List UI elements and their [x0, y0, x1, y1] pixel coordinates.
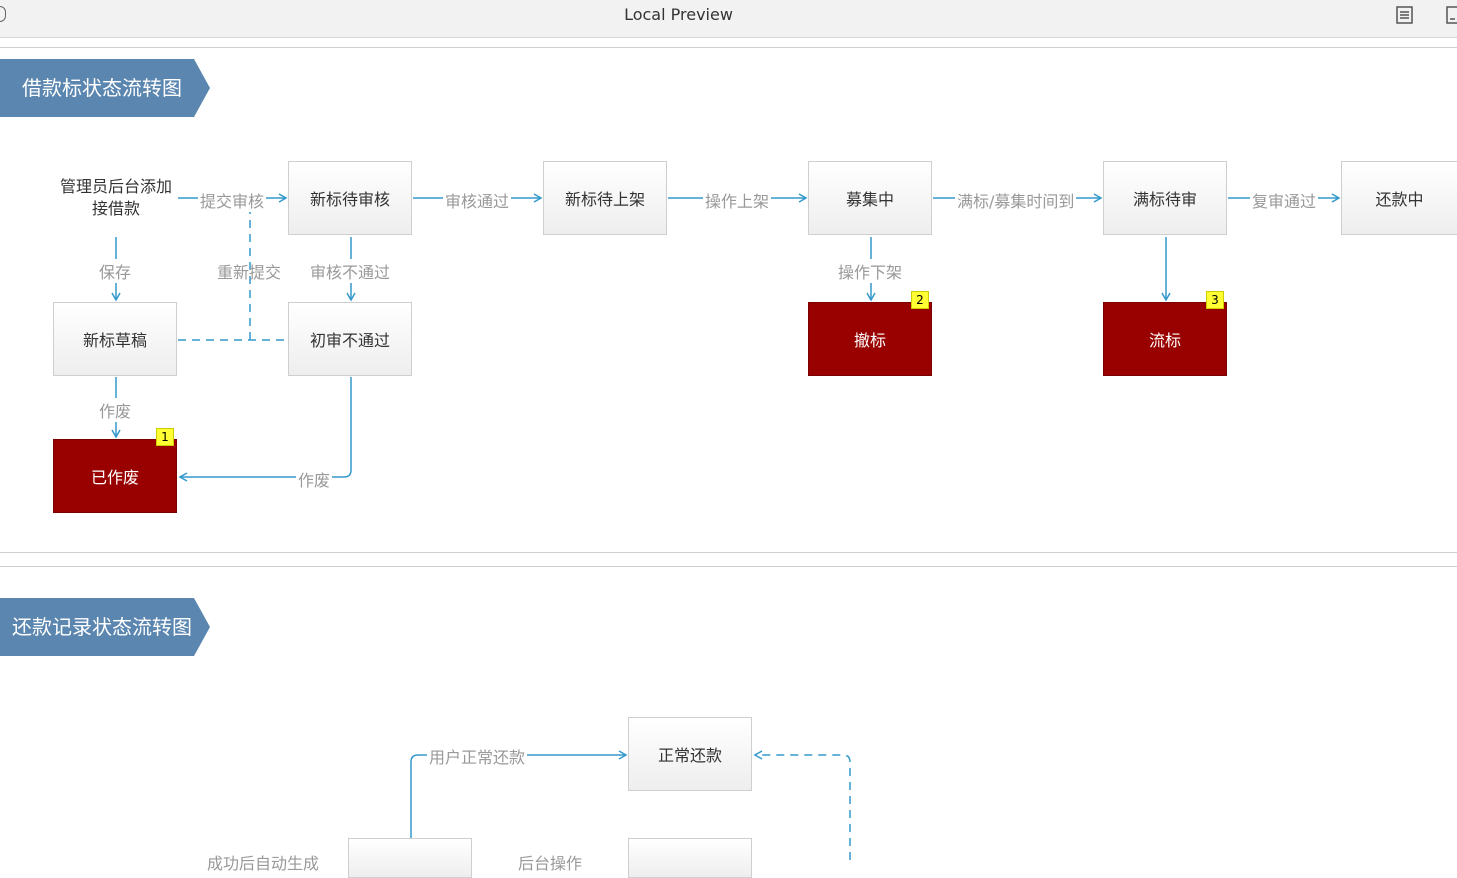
node-voided: 已作废 [53, 439, 177, 513]
edge-label-recheck-passed: 复审通过 [1250, 188, 1319, 212]
node-repaying: 还款中 [1341, 161, 1457, 235]
edge-label-void-draft: 作废 [97, 398, 134, 422]
expand-icon[interactable] [1446, 6, 1457, 24]
divider [0, 552, 1457, 553]
start-text: 管理员后台添加接借款 [59, 177, 172, 218]
section1-banner: 借款标状态流转图 [0, 59, 210, 117]
node-new-pending-listing: 新标待上架 [543, 161, 667, 235]
edge-label-review-failed: 审核不通过 [308, 259, 393, 283]
divider [0, 47, 1457, 48]
edge-label-user-normal-repay: 用户正常还款 [427, 744, 528, 768]
node-failed: 流标 [1103, 302, 1227, 376]
node-new-pending-review: 新标待审核 [288, 161, 412, 235]
list-icon[interactable] [1396, 6, 1413, 24]
edge-label-backend-op: 后台操作 [516, 850, 585, 874]
edge-label-submit-review: 提交审核 [198, 188, 267, 212]
node-partial [348, 838, 472, 878]
window-title: Local Preview [624, 5, 733, 24]
edge-label-void-failed: 作废 [296, 467, 333, 491]
badge-failed: 3 [1207, 292, 1223, 308]
section2-banner: 还款记录状态流转图 [0, 598, 210, 656]
edge-label-save: 保存 [97, 259, 134, 283]
node-fundraising: 募集中 [808, 161, 932, 235]
node-normal-repayment: 正常还款 [628, 717, 752, 791]
badge-voided: 1 [157, 429, 173, 445]
node-full-pending-review: 满标待审 [1103, 161, 1227, 235]
node-partial [628, 838, 752, 878]
edge-label-resubmit: 重新提交 [217, 263, 282, 282]
edge-label-review-passed: 审核通过 [443, 188, 512, 212]
divider [0, 566, 1457, 567]
node-withdrawn: 撤标 [808, 302, 932, 376]
node-first-review-failed: 初审不通过 [288, 302, 412, 376]
edge-label-operate-delist: 操作下架 [836, 259, 905, 283]
badge-withdrawn: 2 [912, 292, 928, 308]
edge-label-operate-list: 操作上架 [703, 188, 772, 212]
node-draft: 新标草稿 [53, 302, 177, 376]
edge-label-full-or-time-up: 满标/募集时间到 [955, 188, 1077, 212]
window-titlebar: Local Preview [0, 0, 1457, 38]
edge-label-auto-generate: 成功后自动生成 [205, 850, 322, 874]
